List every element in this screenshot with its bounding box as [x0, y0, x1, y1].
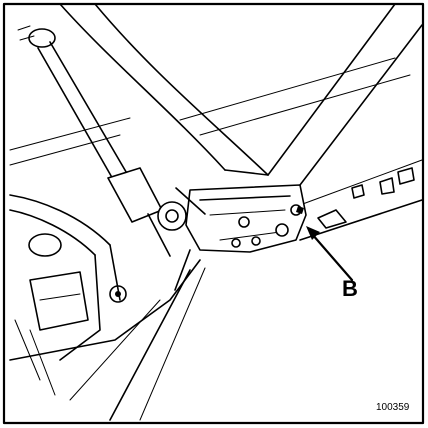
frame-border: [2, 2, 425, 425]
callout-label: B: [342, 276, 358, 301]
hinge-bracket: [174, 184, 307, 291]
bonnet-panel: [9, 3, 423, 206]
reference-number: 100359: [376, 402, 410, 413]
callout-arrow: [306, 226, 354, 282]
flange-clips: [299, 167, 423, 241]
bolts: [109, 201, 187, 303]
gas-strut: [17, 25, 171, 257]
engine-bay-structure: [9, 194, 206, 421]
